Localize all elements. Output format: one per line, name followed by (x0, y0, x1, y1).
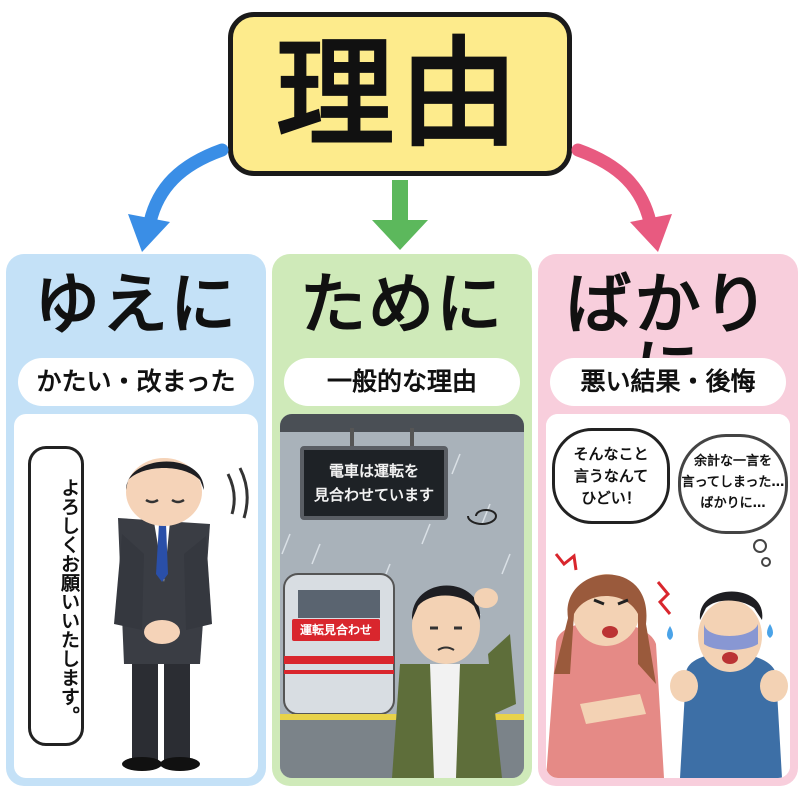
scene-regret: そんなこと 言うなんて ひどい！ 余計な一言を 言ってしまった… ばかりに… (546, 414, 790, 778)
board-line: 見合わせています (313, 486, 434, 504)
speech-text: よろしく お願いいたします。 (31, 461, 81, 741)
panel-tameni: ために 一般的な理由 (272, 254, 532, 786)
thought-line: 余計な一言を (693, 454, 772, 469)
arrow-down-icon (372, 180, 428, 250)
title-box: 理由 (228, 12, 572, 176)
bowing-man-illustration (114, 458, 249, 771)
speech-bubble-woman: そんなこと 言うなんて ひどい！ (552, 428, 670, 524)
board-line: 電車は運転を (328, 462, 419, 480)
speech-bubble-vertical: よろしく お願いいたします。 (28, 446, 84, 746)
panel-bakarini: ばかりに 悪い結果・後悔 (538, 254, 798, 786)
panel-heading: ために (300, 266, 504, 343)
speech-line: お願いいたします。 (58, 553, 80, 725)
panel-subtitle: かたい・改まった (18, 358, 254, 406)
scene-bowing-man: よろしく お願いいたします。 (14, 414, 258, 778)
sweat-icon (667, 626, 673, 640)
thought-line: 言ってしまった… (681, 475, 785, 490)
speech-line: 言うなんて (573, 467, 649, 485)
info-board: 電車は運転を 見合わせています (300, 446, 448, 520)
thought-bubble-man: 余計な一言を 言ってしまった… ばかりに… (678, 434, 788, 534)
anger-icon (554, 553, 578, 571)
thought-line: ばかりに… (700, 496, 766, 511)
panel-yueni: ゆえに かたい・改まった (6, 254, 266, 786)
speech-line: ひどい！ (581, 489, 641, 507)
panel-subtitle: 一般的な理由 (284, 358, 520, 406)
speech-line: そんなこと (573, 445, 649, 463)
arrow-left-icon (128, 143, 229, 252)
panel-heading: ゆえに (34, 266, 238, 343)
train-destination-label: 運転見合わせ (292, 619, 380, 641)
speech-line: よろしく (58, 477, 80, 554)
arrow-right-icon (571, 143, 672, 252)
panel-subtitle: 悪い結果・後悔 (550, 358, 786, 406)
dizzy-icon (467, 509, 498, 525)
scene-train-delay: 電車は運転を 見合わせています 運転見合わせ (280, 414, 524, 778)
title-text: 理由 (275, 25, 524, 163)
